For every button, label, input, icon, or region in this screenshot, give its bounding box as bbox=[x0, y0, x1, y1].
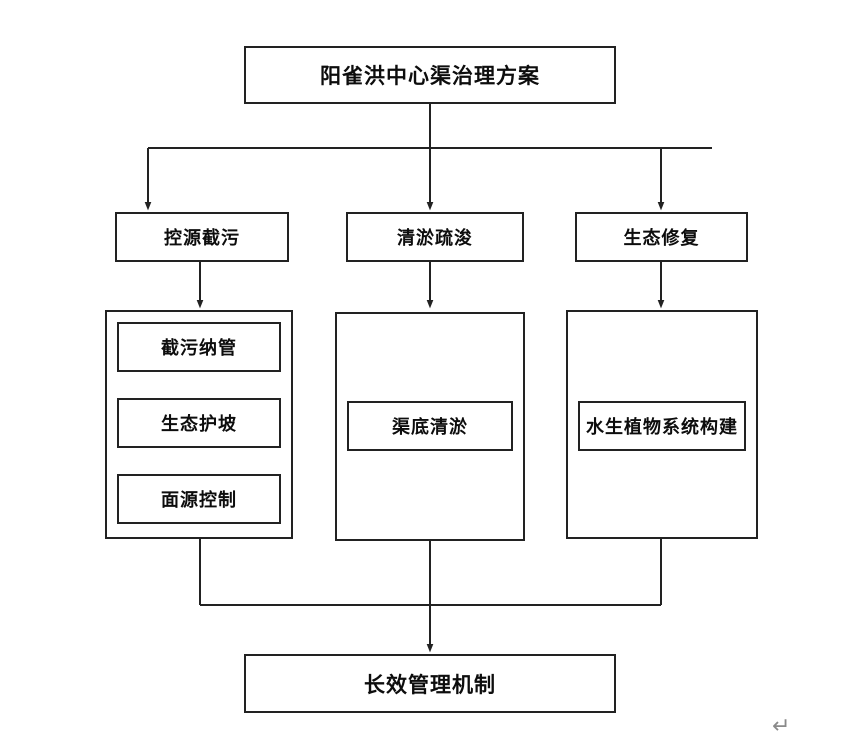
node-footer[interactable]: 长效管理机制 bbox=[244, 654, 616, 713]
node-leaf-eco-slope[interactable]: 生态护坡 bbox=[117, 398, 281, 448]
node-branch-source-control[interactable]: 控源截污 bbox=[115, 212, 289, 262]
node-branch-eco-restoration[interactable]: 生态修复 bbox=[575, 212, 748, 262]
node-root[interactable]: 阳雀洪中心渠治理方案 bbox=[244, 46, 616, 104]
node-branch-dredging[interactable]: 清淤疏浚 bbox=[346, 212, 524, 262]
connector-root-to-bus bbox=[148, 104, 712, 149]
node-leaf-channel-dredging[interactable]: 渠底清淤 bbox=[347, 401, 513, 451]
connector-groups-to-footer-bus bbox=[199, 539, 662, 606]
node-leaf-sewage-interception[interactable]: 截污纳管 bbox=[117, 322, 281, 372]
node-leaf-aquatic-plant-system[interactable]: 水生植物系统构建 bbox=[578, 401, 746, 451]
paragraph-mark-icon: ↵ bbox=[772, 714, 791, 739]
node-leaf-nonpoint-source[interactable]: 面源控制 bbox=[117, 474, 281, 524]
